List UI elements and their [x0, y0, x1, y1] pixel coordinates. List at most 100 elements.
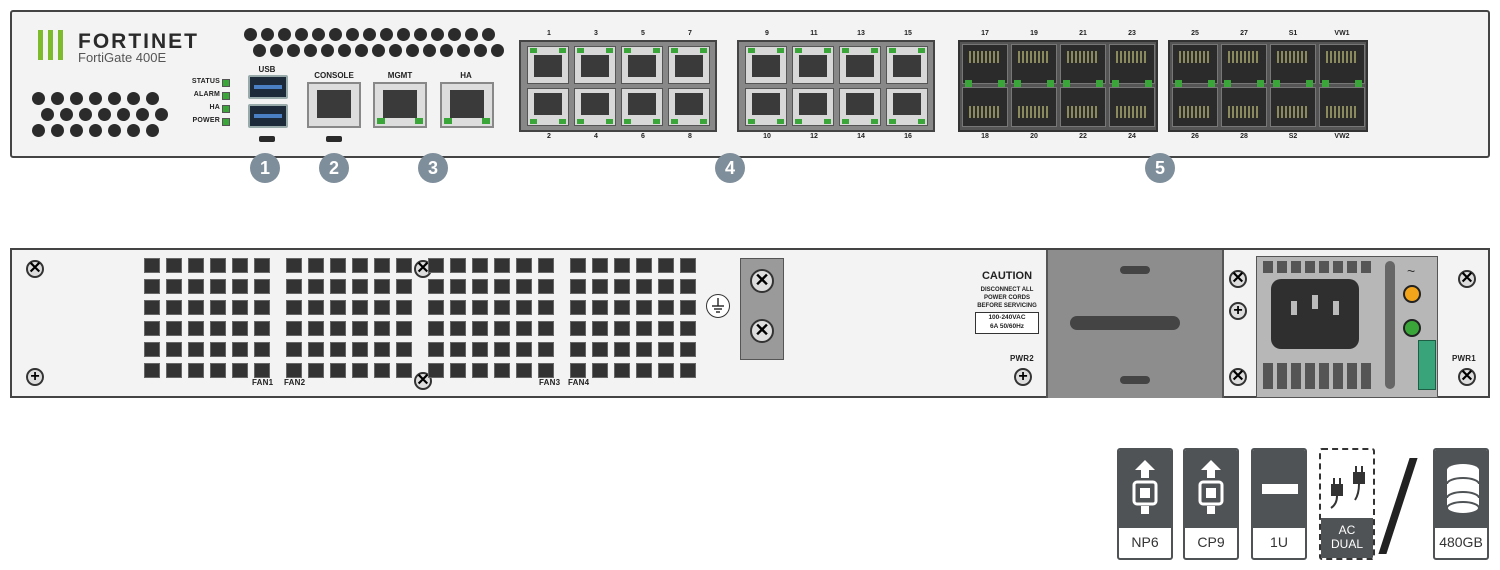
sfp-port[interactable] — [1319, 44, 1365, 84]
badge-np6: NP6 — [1117, 448, 1173, 560]
usb-port-1[interactable] — [248, 75, 288, 99]
screw-icon[interactable]: ✕ — [1458, 368, 1476, 386]
rj45-port[interactable] — [886, 88, 928, 126]
sfp-led — [1014, 80, 1021, 87]
rj45-port[interactable] — [792, 88, 834, 126]
rj45-socket — [893, 55, 921, 77]
vent-hole — [287, 44, 300, 57]
screw-icon[interactable]: ✕ — [26, 260, 44, 278]
screw-icon[interactable]: ✕ — [1229, 270, 1247, 288]
port-led — [671, 119, 678, 124]
fan-slot — [352, 300, 368, 315]
screw-icon[interactable]: + — [1014, 368, 1032, 386]
fan-slot — [428, 258, 444, 273]
rj45-port[interactable] — [668, 88, 710, 126]
screw-icon[interactable]: ✕ — [1458, 270, 1476, 288]
sfp-port[interactable] — [1319, 87, 1365, 127]
sfp-contacts — [1116, 51, 1148, 63]
sfp-contacts — [1179, 51, 1211, 63]
rj45-port[interactable] — [574, 46, 616, 84]
port-number-label: 1 — [547, 30, 551, 37]
logo-text: FORTINET — [78, 30, 199, 53]
fan-area — [12, 250, 732, 400]
fan-slot — [210, 363, 226, 378]
vent-hole — [448, 28, 461, 41]
port-number-label: S1 — [1288, 30, 1298, 37]
rj45-port[interactable] — [621, 88, 663, 126]
sfp-port[interactable] — [1172, 87, 1218, 127]
ha-port[interactable] — [440, 82, 494, 128]
ground-icon — [706, 294, 730, 318]
port-led — [842, 48, 849, 53]
port-led — [559, 48, 566, 53]
sfp-contacts — [1116, 106, 1148, 118]
port-number-label: VW2 — [1334, 133, 1350, 140]
rj45-port[interactable] — [668, 46, 710, 84]
fortinet-logo: FORTINET — [38, 26, 238, 66]
ac-inlet[interactable] — [1271, 279, 1359, 349]
sfp-port[interactable] — [1270, 87, 1316, 127]
sfp-port[interactable] — [1011, 87, 1057, 127]
fan-slot — [570, 279, 586, 294]
sfp-port[interactable] — [1270, 44, 1316, 84]
sfp-port[interactable] — [1060, 44, 1106, 84]
fan-slot — [494, 279, 510, 294]
fan-slot — [658, 258, 674, 273]
screw-icon[interactable]: + — [26, 368, 44, 386]
fan-slot — [428, 363, 444, 378]
sfp-port[interactable] — [1060, 87, 1106, 127]
rj45-port[interactable] — [839, 46, 881, 84]
led-status — [222, 79, 230, 87]
screw-icon[interactable]: + — [1229, 302, 1247, 320]
rj45-port[interactable] — [621, 46, 663, 84]
psu2-blank-cover[interactable] — [1046, 250, 1224, 398]
sfp-led — [1063, 80, 1070, 87]
fan-slot — [538, 300, 554, 315]
rj45-port[interactable] — [792, 46, 834, 84]
sfp-port[interactable] — [1221, 87, 1267, 127]
sfp-port[interactable] — [1109, 44, 1155, 84]
fan-slot — [570, 363, 586, 378]
fan-slot — [330, 321, 346, 336]
rj45-port[interactable] — [886, 46, 928, 84]
vent-hole — [329, 28, 342, 41]
screw-icon[interactable]: ✕ — [414, 372, 432, 390]
screw-icon[interactable]: ✕ — [414, 260, 432, 278]
psu1-latch[interactable] — [1418, 340, 1436, 390]
port-led — [824, 48, 831, 53]
fan-grille — [570, 258, 700, 386]
ground-screw-icon[interactable]: ✕ — [750, 319, 774, 343]
rj45-port[interactable] — [527, 46, 569, 84]
port-led — [777, 48, 784, 53]
fan1-label: FAN1 — [252, 378, 274, 387]
sfp-port[interactable] — [1011, 44, 1057, 84]
rj45-port[interactable] — [745, 88, 787, 126]
console-port[interactable] — [307, 82, 361, 128]
vent-hole — [79, 108, 92, 121]
vent-hole — [32, 124, 45, 137]
port-number-label: 20 — [1030, 133, 1038, 140]
vent-hole — [108, 124, 121, 137]
ground-screw-icon[interactable]: ✕ — [750, 269, 774, 293]
screw-icon[interactable]: ✕ — [1229, 368, 1247, 386]
fan-slot — [166, 258, 182, 273]
sfp-port[interactable] — [962, 44, 1008, 84]
ac-dual-label-bg — [1321, 518, 1373, 558]
rj45-port[interactable] — [745, 46, 787, 84]
rj45-port[interactable] — [839, 88, 881, 126]
sfp-port[interactable] — [1172, 44, 1218, 84]
callout-4: 4 — [715, 153, 745, 183]
rj45-port[interactable] — [527, 88, 569, 126]
sfp-contacts — [1228, 106, 1260, 118]
usb-port-2[interactable] — [248, 104, 288, 128]
psu1-handle[interactable] — [1385, 261, 1395, 389]
fan-slot — [516, 300, 532, 315]
rj45-port[interactable] — [574, 88, 616, 126]
sfp-port[interactable] — [1109, 87, 1155, 127]
port-number-label: 14 — [857, 133, 865, 140]
mgmt-port[interactable] — [373, 82, 427, 128]
sfp-port[interactable] — [1221, 44, 1267, 84]
fan-slot — [680, 279, 696, 294]
fan-slot — [330, 279, 346, 294]
sfp-port[interactable] — [962, 87, 1008, 127]
